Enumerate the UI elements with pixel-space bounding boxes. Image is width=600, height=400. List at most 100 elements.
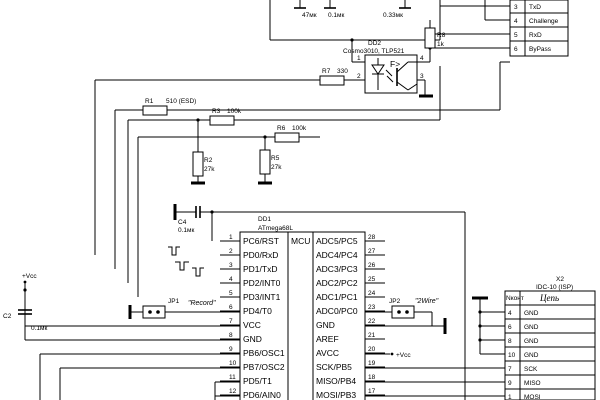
x1-pin-num: 3 bbox=[514, 4, 518, 11]
mcu-pin-number: 17 bbox=[368, 388, 376, 395]
optocoupler-dd2: DD2 Cosmo3010, TLP521 F> 1 2 3 4 bbox=[343, 38, 433, 98]
x1-pin-num: 4 bbox=[514, 18, 518, 25]
resistor-r8: R8 1k bbox=[424, 20, 446, 62]
r1-name: R1 bbox=[145, 98, 154, 105]
mcu-right-wires: JP2 "2Wire" +Vcc bbox=[365, 296, 505, 397]
dd2-pin2: 2 bbox=[357, 73, 361, 80]
mcu-pin-number: 26 bbox=[368, 262, 376, 269]
dd2-inner-label: F> bbox=[390, 59, 400, 69]
r1-value: 510 (ESD) bbox=[166, 98, 196, 105]
jp1-name: JP1 bbox=[168, 298, 180, 305]
r3-name: R3 bbox=[212, 108, 221, 115]
r5-value: 27k bbox=[271, 164, 282, 171]
mcu-pin-number: 25 bbox=[368, 276, 376, 283]
dd2-pin1: 1 bbox=[357, 55, 361, 62]
jp1-label: "Record" bbox=[188, 300, 216, 307]
x2-pin-label: MISO bbox=[524, 380, 541, 387]
x2-part: IDC-10 (ISP) bbox=[536, 284, 573, 291]
vcc-avcc-label: +Vcc bbox=[396, 352, 411, 359]
mcu-pin-number: 7 bbox=[229, 318, 233, 325]
mcu-pin-label: GND bbox=[243, 334, 262, 344]
mcu-pin-label: GND bbox=[316, 320, 335, 330]
x1-pin-num: 6 bbox=[514, 46, 518, 53]
jp2-label: "2Wire" bbox=[415, 298, 439, 305]
x1-pin-label: TxD bbox=[529, 4, 541, 11]
dd2-pin4: 4 bbox=[420, 55, 424, 62]
r7-value: 330 bbox=[337, 68, 348, 75]
mcu-pin-label: PD5/T1 bbox=[243, 376, 272, 386]
dd1-part: ATmega68L bbox=[258, 225, 293, 232]
x1-pin-label: ByPass bbox=[529, 46, 552, 53]
mcu-pin-number: 5 bbox=[229, 290, 233, 297]
mcu-pin-number: 22 bbox=[368, 318, 376, 325]
mcu-pin-label: PD3/INT1 bbox=[243, 292, 281, 302]
resistor-network: R1 510 (ESD) R3 100k R6 100k R2 27k R5 2… bbox=[115, 61, 510, 185]
dd2-name: DD2 bbox=[368, 40, 381, 47]
mcu-pin-label: SCK/PB5 bbox=[316, 362, 352, 372]
mcu-pin-number: 2 bbox=[229, 248, 233, 255]
r5-name: R5 bbox=[271, 155, 280, 162]
c2-name: C2 bbox=[3, 313, 12, 320]
connector-x1: 3 TxD 4 Challenge 5 RxD 6 ByPass bbox=[428, 0, 569, 57]
x2-pin-label: GND bbox=[524, 338, 539, 345]
mcu-pin-number: 1 bbox=[229, 234, 233, 241]
mcu-left-wires: JP1 "Record" bbox=[25, 80, 240, 400]
mcu-pin-label: PD0/RxD bbox=[243, 250, 278, 260]
mcu-pin-number: 24 bbox=[368, 290, 376, 297]
mcu-pin-label: ADC5/PC5 bbox=[316, 236, 358, 246]
x2-pin-label: GND bbox=[524, 352, 539, 359]
mcu-pin-number: 23 bbox=[368, 304, 376, 311]
mcu-pin-number: 6 bbox=[229, 304, 233, 311]
c2-value: 0.1мк bbox=[31, 325, 48, 332]
x2-pin-label: GND bbox=[524, 324, 539, 331]
x2-pin-num: 8 bbox=[508, 338, 512, 345]
mcu-pin-number: 28 bbox=[368, 234, 376, 241]
power-filter-caps: 47мк 0.1мк 0.33мк bbox=[269, 0, 441, 41]
x1-pin-label: RxD bbox=[529, 32, 542, 39]
mcu-pin-label: MOSI/PB3 bbox=[316, 390, 356, 400]
mcu-pin-label: MISO/PB4 bbox=[316, 376, 356, 386]
r8-name: R8 bbox=[437, 32, 446, 39]
mcu-pin-number: 20 bbox=[368, 346, 376, 353]
x2-pin-label: SCK bbox=[524, 366, 538, 373]
mcu-pin-label: PD4/T0 bbox=[243, 306, 272, 316]
mcu-pin-label: ADC3/PC3 bbox=[316, 264, 358, 274]
r6-name: R6 bbox=[277, 125, 286, 132]
mcu-pin-label: PB7/OSC2 bbox=[243, 362, 285, 372]
c4-value: 0.1мк bbox=[178, 227, 195, 234]
r8-value: 1k bbox=[437, 41, 445, 48]
cap-47u-value: 47мк bbox=[302, 12, 317, 19]
x2-pin-num: 4 bbox=[508, 310, 512, 317]
mcu-pin-label: PB6/OSC1 bbox=[243, 348, 285, 358]
connector-x2: X2 IDC-10 (ISP) Nконт Цепь bbox=[504, 276, 596, 400]
r6-value: 100k bbox=[292, 125, 307, 132]
x2-header-label: Цепь bbox=[539, 293, 559, 303]
mcu-pin-number: 12 bbox=[229, 388, 237, 395]
x2-pin-num: 6 bbox=[508, 324, 512, 331]
r3-value: 100k bbox=[227, 108, 242, 115]
vcc-left-c2: +Vcc C2 0.1мк bbox=[3, 273, 48, 340]
x2-name: X2 bbox=[556, 276, 564, 283]
mcu-pin-label: PC6/RST bbox=[243, 236, 279, 246]
x2-pin-label: MOSI bbox=[524, 394, 541, 400]
mcu-pin-number: 21 bbox=[368, 332, 376, 339]
resistor-r7: R7 330 bbox=[95, 68, 352, 86]
dd2-pin3: 3 bbox=[420, 73, 424, 80]
mcu-pin-label: ADC2/PC2 bbox=[316, 278, 358, 288]
c4-name: C4 bbox=[178, 219, 187, 226]
mcu-pin-number: 9 bbox=[229, 346, 233, 353]
mcu-pin-number: 4 bbox=[229, 276, 233, 283]
mcu-pin-label: VCC bbox=[243, 320, 261, 330]
mcu-pin-label: ADC0/PC0 bbox=[316, 306, 358, 316]
x1-pin-num: 5 bbox=[514, 32, 518, 39]
r2-name: R2 bbox=[204, 157, 213, 164]
x2-pin-num: 10 bbox=[508, 352, 516, 359]
cap-033u-value: 0.33мк bbox=[383, 12, 403, 19]
capacitor-c4: C4 0.1мк bbox=[173, 204, 466, 400]
mcu-pin-label: AREF bbox=[316, 334, 339, 344]
mcu-pin-number: 8 bbox=[229, 332, 233, 339]
mcu-pin-number: 19 bbox=[368, 360, 376, 367]
